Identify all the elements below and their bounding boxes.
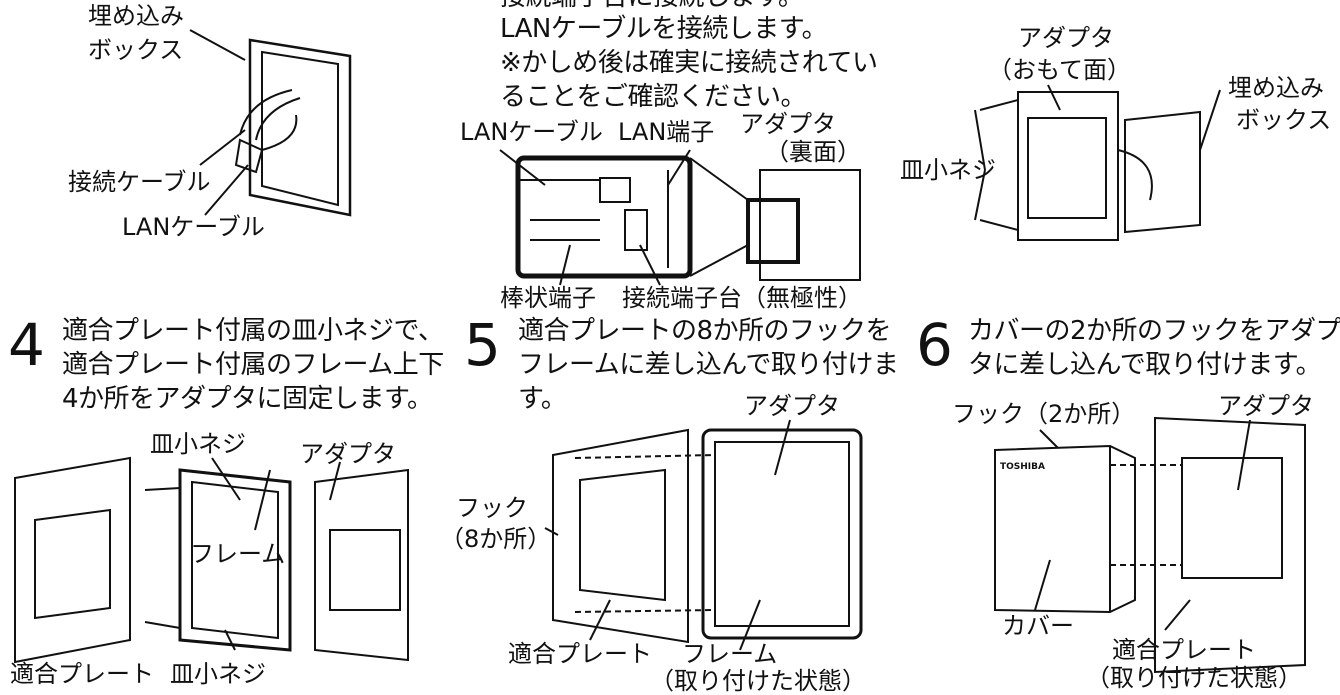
step6-cover-label: カバー	[1002, 612, 1074, 640]
step5-hook-count-label: （8か所）	[440, 525, 552, 553]
step-6-line-1: カバーの2か所のフックをアダプ	[968, 316, 1340, 346]
adapter-front-label: （おもて面）	[988, 56, 1132, 84]
step5-plate-label: 適合プレート	[508, 640, 652, 668]
step-5-line-3: す。	[518, 384, 567, 414]
adapter-label-front: アダプタ	[1018, 24, 1114, 52]
adapter-front-illustration	[974, 84, 1221, 241]
step6-hook-label: フック（2か所）	[952, 400, 1136, 428]
step6-plate-state-label: （取り付けた状態）	[1086, 664, 1302, 692]
step-4-number: 4	[8, 311, 45, 379]
step4-screw-top-label: 皿小ネジ	[150, 430, 246, 458]
adapter-label-back: アダプタ	[740, 110, 836, 138]
instruction-line-4: ることをご確認ください。	[500, 82, 807, 112]
connection-cable-label: 接続ケーブル	[68, 168, 211, 196]
embedded-box-label-2: ボックス	[88, 36, 184, 64]
instruction-line-2: LANケーブルを接続します。	[500, 14, 828, 44]
step4-adapter-label: アダプタ	[300, 440, 396, 468]
step5-hook-label: フック	[456, 494, 528, 522]
embedded-box-illustration	[189, 29, 352, 217]
step-6-line-2: タに差し込んで取り付けます。	[968, 350, 1322, 380]
step5-frame-state-label: （取り付けた状態）	[650, 667, 866, 695]
step5-illustration	[544, 419, 863, 651]
step-5-line-2: フレームに差し込んで取り付けま	[518, 350, 899, 380]
adapter-back-illustration	[499, 149, 861, 286]
step-5-line-1: 適合プレートの8か所のフックを	[518, 316, 892, 346]
step-4-line-1: 適合プレート付属の皿小ネジで、	[62, 316, 444, 346]
step4-frame-label: フレーム	[190, 540, 286, 568]
step-6-number: 6	[916, 311, 953, 379]
step-5-number: 5	[464, 311, 501, 379]
flat-screw-label: 皿小ネジ	[900, 156, 996, 184]
embedded-box-label-1: 埋め込み	[88, 2, 184, 30]
step4-illustration	[14, 456, 409, 664]
step4-screw-bottom-label: 皿小ネジ	[170, 660, 266, 688]
embedded-box-label-r2: ボックス	[1236, 106, 1332, 134]
step6-brand-logo: TOSHIBA	[1000, 462, 1045, 472]
adapter-back-label: （裏面）	[765, 138, 861, 166]
step6-plate-label: 適合プレート	[1112, 636, 1256, 664]
rod-terminal-label: 棒状端子	[500, 284, 596, 312]
step5-adapter-label: アダプタ	[744, 392, 840, 420]
step6-adapter-label: アダプタ	[1218, 392, 1314, 420]
instruction-line-3: ※かしめ後は確実に接続されてい	[500, 48, 878, 78]
lan-port-label: LAN端子	[618, 118, 715, 146]
lan-cable-label: LANケーブル	[122, 213, 265, 241]
step6-illustration	[994, 416, 1306, 674]
step-4-line-2: 適合プレート付属のフレーム上下	[62, 350, 444, 380]
step5-frame-label: フレーム	[682, 640, 778, 668]
lan-cable-label-2: LANケーブル	[460, 118, 603, 146]
instruction-line-1: 接続端子台に接続します。	[500, 0, 804, 13]
terminal-block-label: 接続端子台（無極性）	[622, 284, 862, 312]
embedded-box-label-r1: 埋め込み	[1228, 74, 1324, 102]
step-4-line-3: 4か所をアダプタに固定します。	[62, 384, 433, 414]
step4-plate-label: 適合プレート	[10, 660, 154, 688]
